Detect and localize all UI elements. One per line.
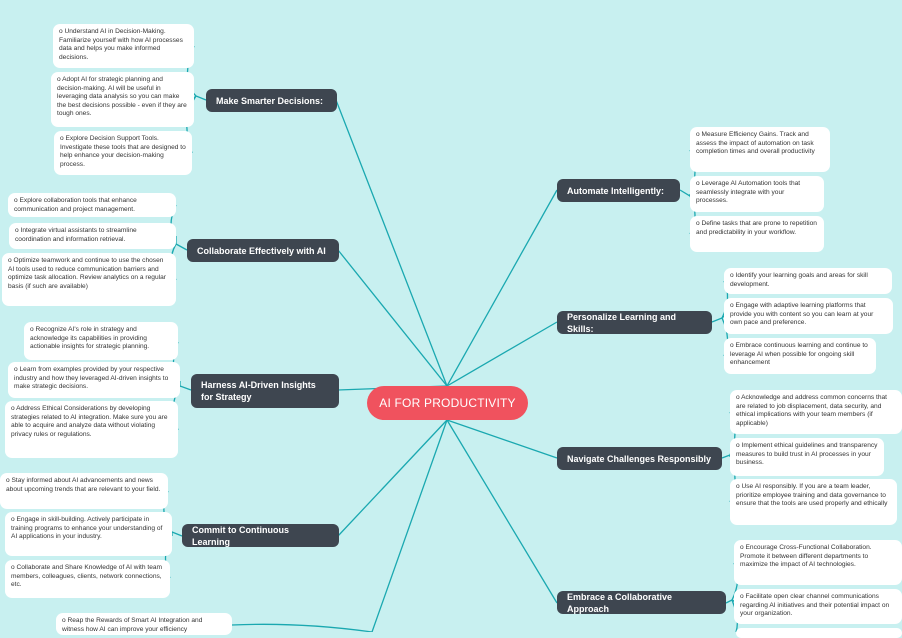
leaf-define-tasks[interactable]: o Define tasks that are prone to repetit… bbox=[690, 216, 824, 252]
central-topic[interactable]: AI FOR PRODUCTIVITY bbox=[367, 386, 528, 420]
leaf-share-knowledge[interactable]: o Collaborate and Share Knowledge of AI … bbox=[5, 560, 170, 598]
connector-center-to-topic bbox=[446, 419, 558, 459]
leaf-learn-from-examples[interactable]: o Learn from examples provided by your r… bbox=[8, 362, 180, 398]
connector-center-to-topic bbox=[337, 249, 448, 387]
leaf-ethical-considerations[interactable]: o Address Ethical Considerations by deve… bbox=[5, 401, 178, 458]
leaf-explore-collaboration[interactable]: o Explore collaboration tools that enhan… bbox=[8, 193, 176, 217]
connector-center-to-topic bbox=[446, 419, 558, 604]
topic-make-smarter-decisions[interactable]: Make Smarter Decisions: bbox=[206, 89, 337, 112]
topic-navigate-challenges[interactable]: Navigate Challenges Responsibly bbox=[557, 447, 722, 470]
leaf-explore-decision-tools[interactable]: o Explore Decision Support Tools. Invest… bbox=[54, 131, 192, 175]
connector-center-to-topic bbox=[335, 99, 448, 387]
leaf-partial-bottom[interactable] bbox=[736, 628, 902, 638]
topic-harness-insights[interactable]: Harness AI-Driven Insights for Strategy bbox=[191, 374, 339, 408]
leaf-measure-efficiency[interactable]: o Measure Efficiency Gains. Track and as… bbox=[690, 127, 830, 172]
leaf-adopt-ai[interactable]: o Adopt AI for strategic planning and de… bbox=[51, 72, 194, 127]
leaf-use-ai-responsibly[interactable]: o Use AI responsibly. If you are a team … bbox=[730, 479, 897, 525]
connector-center-to-topic bbox=[371, 419, 448, 632]
leaf-leverage-automation-tools[interactable]: o Leverage AI Automation tools that seam… bbox=[690, 176, 824, 212]
leaf-understand-ai[interactable]: o Understand AI in Decision-Making. Fami… bbox=[53, 24, 194, 68]
leaf-identify-goals[interactable]: o Identify your learning goals and areas… bbox=[724, 268, 892, 294]
topic-collaborative-approach[interactable]: Embrace a Collaborative Approach bbox=[557, 591, 726, 614]
leaf-virtual-assistants[interactable]: o Integrate virtual assistants to stream… bbox=[9, 223, 176, 249]
topic-automate-intelligently[interactable]: Automate Intelligently: bbox=[557, 179, 680, 202]
connector-center-to-topic bbox=[446, 321, 558, 387]
leaf-adaptive-platforms[interactable]: o Engage with adaptive learning platform… bbox=[724, 298, 893, 334]
leaf-implement-guidelines[interactable]: o Implement ethical guidelines and trans… bbox=[730, 438, 884, 476]
topic-collaborate-effectively[interactable]: Collaborate Effectively with AI bbox=[187, 239, 339, 262]
leaf-acknowledge-concerns[interactable]: o Acknowledge and address common concern… bbox=[730, 390, 902, 434]
leaf-cross-functional[interactable]: o Encourage Cross-Functional Collaborati… bbox=[734, 540, 902, 585]
connector-topic-to-leaf bbox=[231, 623, 373, 632]
leaf-reap-rewards[interactable]: o Reap the Rewards of Smart AI Integrati… bbox=[56, 613, 232, 635]
leaf-skill-building[interactable]: o Engage in skill-building. Actively par… bbox=[5, 512, 172, 556]
connector-center-to-topic bbox=[446, 189, 558, 387]
topic-continuous-learning[interactable]: Commit to Continuous Learning bbox=[182, 524, 339, 547]
connector-topic-to-leaf bbox=[721, 315, 725, 319]
leaf-stay-informed[interactable]: o Stay informed about AI advancements an… bbox=[0, 473, 168, 509]
topic-personalize-learning[interactable]: Personalize Learning and Skills: bbox=[557, 311, 712, 334]
connector-center-to-topic bbox=[337, 419, 448, 537]
leaf-open-communications[interactable]: o Facilitate open clear channel communic… bbox=[734, 589, 902, 624]
leaf-embrace-continuous[interactable]: o Embrace continuous learning and contin… bbox=[724, 338, 876, 374]
leaf-recognize-ai-role[interactable]: o Recognize AI's role in strategy and ac… bbox=[24, 322, 178, 360]
leaf-optimize-teamwork[interactable]: o Optimize teamwork and continue to use … bbox=[2, 253, 176, 306]
